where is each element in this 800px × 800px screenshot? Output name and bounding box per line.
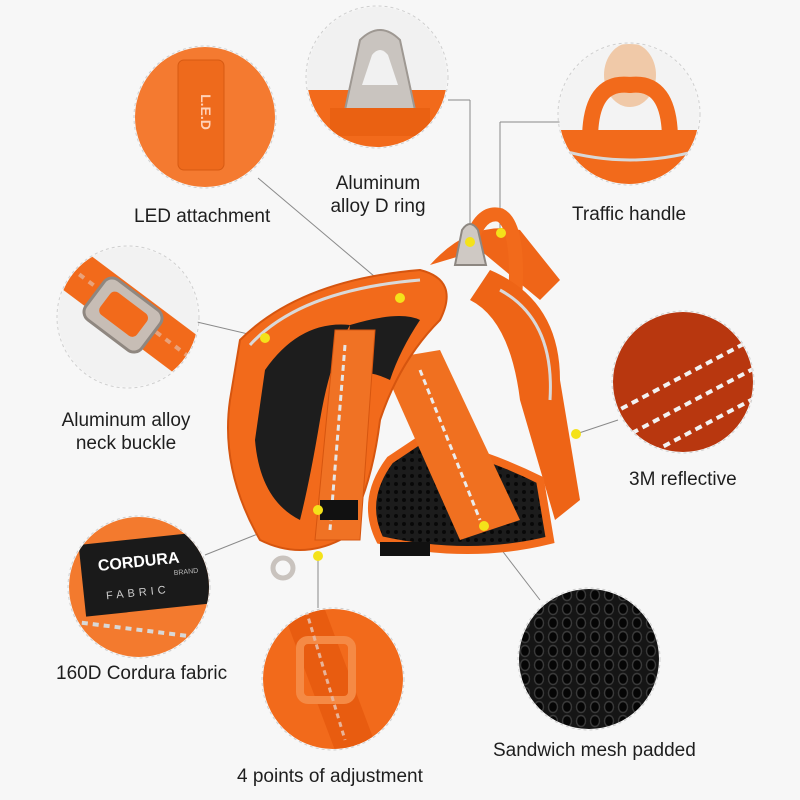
detail-circle-buckle	[56, 245, 200, 389]
detail-circle-cordura: CORDURA BRAND FABRIC	[67, 515, 211, 659]
detail-circle-dring	[305, 5, 449, 149]
detail-circle-reflective	[611, 310, 755, 454]
dot-cordura	[313, 505, 323, 515]
dot-handle	[496, 228, 506, 238]
led-print-text: L.E.D	[198, 94, 214, 130]
label-neck-buckle-line2: neck buckle	[75, 433, 177, 454]
label-d-ring: Aluminum alloy D ring	[318, 172, 438, 218]
label-traffic-handle: Traffic handle	[572, 204, 687, 225]
dot-buckle	[260, 333, 270, 343]
dot-dring	[465, 237, 475, 247]
detail-circle-led: L.E.D	[133, 45, 277, 189]
dot-led	[395, 293, 405, 303]
callout-dots	[260, 228, 581, 561]
label-d-ring-line2: alloy D ring	[330, 196, 426, 217]
line-reflective	[575, 419, 619, 435]
label-3m-reflective: 3M reflective	[629, 469, 737, 490]
label-neck-buckle: Aluminum alloy neck buckle	[46, 409, 206, 455]
dot-mesh	[479, 521, 489, 531]
detail-circle-mesh	[517, 587, 661, 731]
detail-circle-adjust	[261, 607, 405, 751]
dot-reflective	[571, 429, 581, 439]
dot-adjust	[313, 551, 323, 561]
label-cordura-fabric: 160D Cordura fabric	[56, 663, 228, 684]
label-neck-buckle-line1: Aluminum alloy	[61, 410, 191, 431]
cordura-brand-mark: BRAND	[173, 568, 198, 578]
detail-circle-handle	[557, 42, 701, 186]
label-sandwich-mesh: Sandwich mesh padded	[493, 740, 696, 761]
label-led-attachment: LED attachment	[134, 206, 271, 227]
label-adjustment-points: 4 points of adjustment	[237, 766, 423, 787]
main-harness	[227, 207, 580, 581]
label-d-ring-line1: Aluminum	[335, 173, 421, 194]
